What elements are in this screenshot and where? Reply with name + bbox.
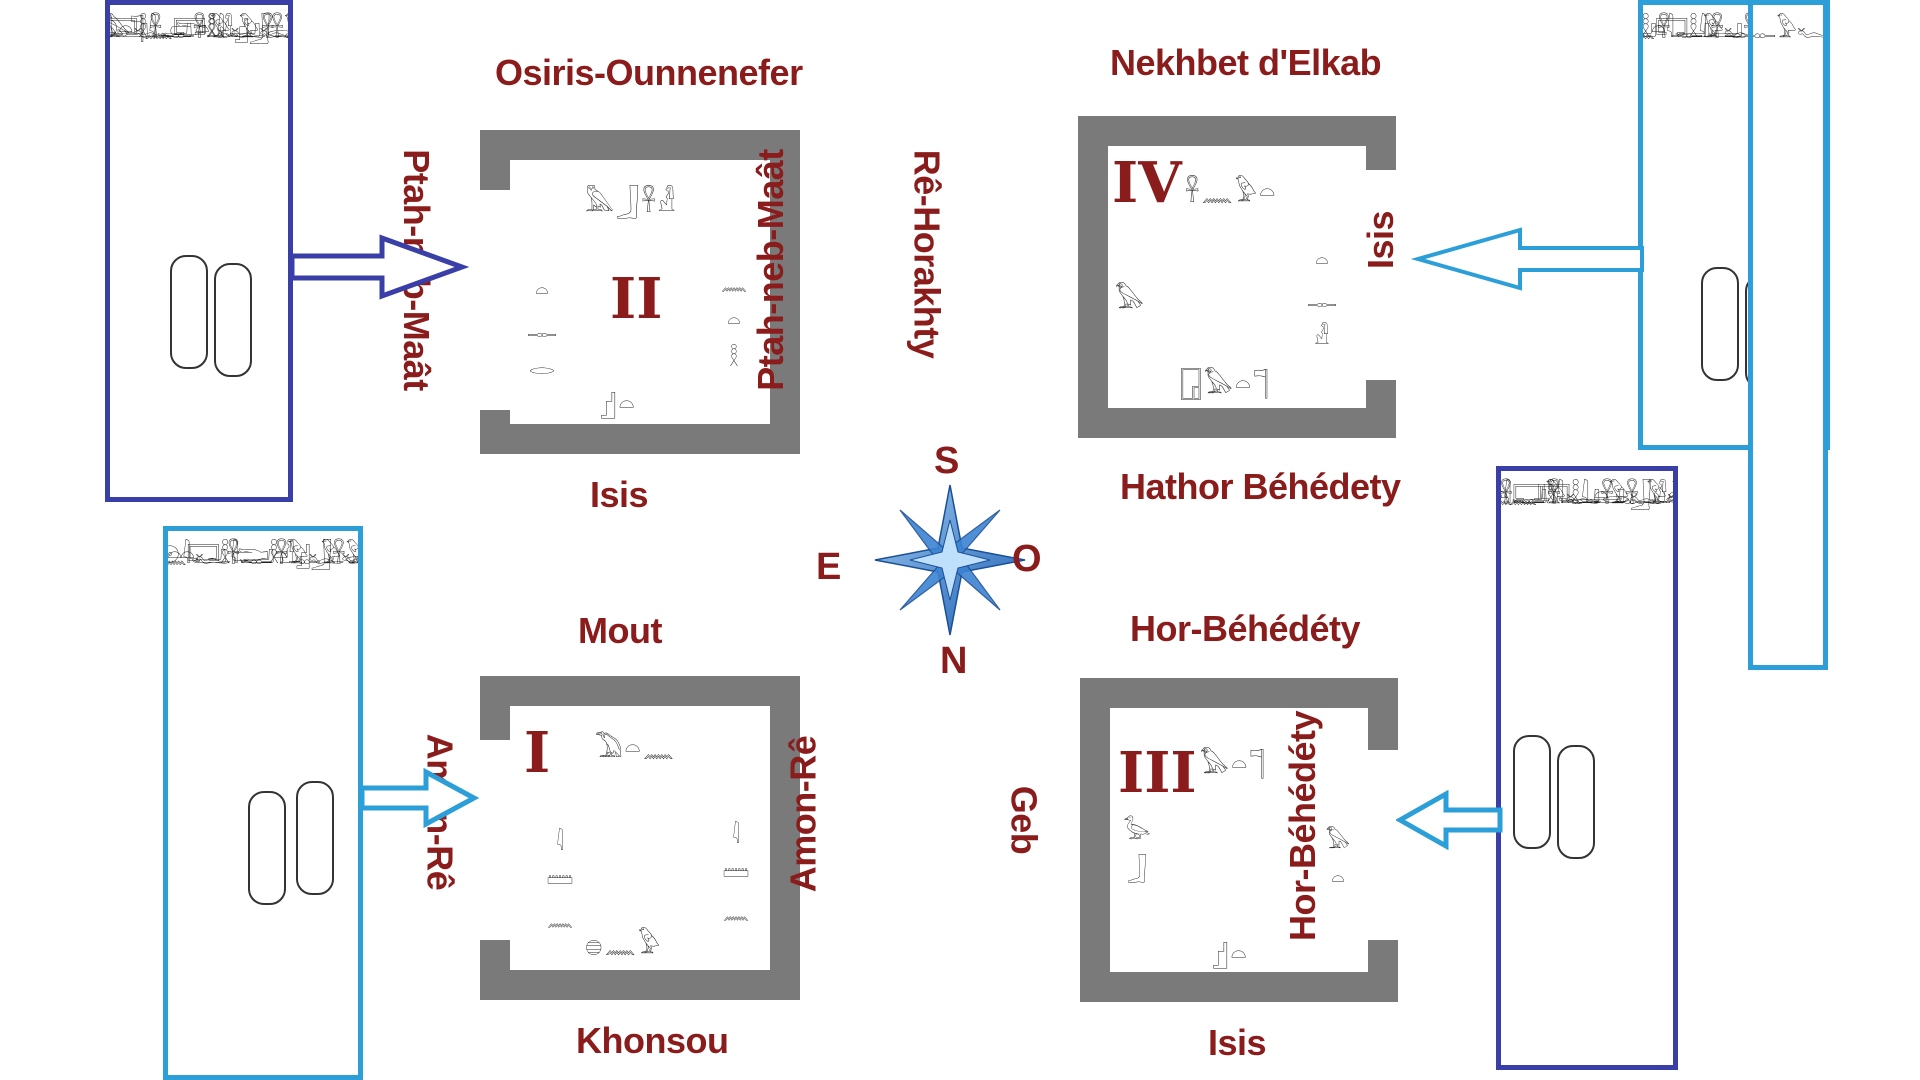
hieroglyph-panel-bottom-right: 𓅃𓊹𓏏𓈖𓉐𓎛𓇋𓂝𓋹𓊃𓅱𓆑𓂋𓃀𓁐𓂧𓄿 𓅓𓊹𓈖𓉐𓎛𓏏𓇋𓂝𓋹𓊃𓏏𓅱𓆑𓂋𓃀𓁐𓂧 𓂋𓅃𓊹𓈖… (1496, 466, 1678, 1070)
cartouche (170, 255, 208, 369)
arrow-right-icon (292, 234, 470, 300)
room-3-bottom-label: Isis (1208, 1022, 1267, 1063)
room-2-hieroglyphs-left: 𓏏𓊃𓂋 (526, 270, 551, 384)
room-3-hieroglyphs-top: 𓅃𓏏𓊹 (1200, 750, 1267, 780)
room-4-door (1362, 170, 1398, 380)
cartouche (296, 781, 334, 895)
glyph-column: 𓂋𓅃𓊹𓈖𓉐𓎛𓇋𓂝𓋹𓊃𓅱𓆑𓃀𓁐𓂧𓄿𓏏 (1501, 481, 1673, 509)
room-1-hieroglyphs-left: 𓇋𓏠𓈖 (544, 822, 569, 936)
cartouche (1701, 267, 1739, 381)
compass-west: O (1012, 538, 1042, 580)
hieroglyph-panel-top-left: 𓂋𓈖𓊃𓏏𓅓𓈖𓇳𓏏𓆑𓂧𓎛𓁐𓊨𓃀𓋹𓅱𓏏𓄿 𓅓𓊹𓈖𓉐𓎛𓏏𓇋𓂝𓋹𓊃𓏏𓅱𓆑𓂋𓃀𓁐𓂧𓄿 𓅃𓊹… (105, 0, 293, 502)
room-1 (480, 676, 800, 1000)
room-1-hieroglyphs-top: 𓅐𓏏𓈖 (595, 734, 677, 764)
room-3 (1080, 678, 1398, 1002)
room-3-hieroglyphs-bottom: 𓊨𓏏 (1212, 940, 1249, 970)
room-4-top-label: Nekhbet d'Elkab (1110, 42, 1382, 83)
glyph-column: 𓂋𓈖𓊃𓏏𓅓𓈖𓇳𓏏𓆑𓂧𓎛𓁐𓊨𓃀𓋹𓅱𓏏𓄿𓈖 (163, 541, 363, 569)
compass-north: N (940, 640, 968, 682)
room-1-door (478, 740, 512, 940)
compass-south: S (934, 440, 960, 482)
room-2-hieroglyphs-right: 𓈖𓏏𓎛 (718, 262, 743, 376)
compass-east: E (816, 546, 842, 588)
cartouche (248, 791, 286, 905)
room-2-bottom-label: Isis (590, 474, 649, 515)
room-1-top-label: Mout (578, 610, 662, 651)
room-2-hieroglyphs-bottom: 𓊨𓏏 (600, 390, 637, 420)
arrow-left-icon (1396, 790, 1503, 850)
cartouche (1557, 745, 1595, 859)
glyph-column: 𓅃𓊹𓏏𓈖𓉐𓎛𓇋𓂝𓋹𓊃𓅱𓆑𓂋𓃀𓁐𓂧𓄿 (1496, 481, 1673, 509)
glyph-column: 𓅃𓊹𓏏𓈖𓉐𓎛𓇋𓂝𓋹𓊃𓅱𓆑𓂋𓃀𓁐𓂧𓄿𓏏 (168, 541, 358, 569)
room-4-bottom-label: Hathor Béhédety (1120, 466, 1401, 507)
room-1-hieroglyphs-right: 𓇋𓏠𓈖 (720, 815, 745, 929)
arrow-left-icon (1410, 227, 1644, 291)
room-4-hieroglyphs-left: 𓅃 (1115, 285, 1146, 315)
hieroglyph-panel-bottom-left: 𓂋𓈖𓊃𓏏𓅓𓈖𓇳𓏏𓆑𓂧𓎛𓁐𓊨𓃀𓋹𓅱𓏏𓄿𓈖 𓅓𓊹𓈖𓉐𓎛𓏏𓇋𓂝𓋹𓊃𓏏𓅱𓆑𓂋𓃀𓁐𓂧𓄿 𓅃… (163, 526, 363, 1080)
room-3-door (1364, 750, 1400, 940)
compass: S N E O (816, 440, 1050, 682)
room-2-right-label: Ptah-neb-Maât (749, 149, 791, 391)
room-2-hieroglyphs-top: 𓅓𓃀𓋹𓁐 (585, 188, 678, 218)
room-1-bottom-label: Khonsou (576, 1020, 729, 1061)
compass-star-icon (874, 484, 1026, 636)
room-3-hieroglyphs-right: 𓅃𓏏 (1322, 820, 1347, 896)
room-3-top-label: Hor-Béhédéty (1130, 608, 1361, 649)
room-4-hieroglyphs-right: 𓏏𓊃𓁐 (1306, 240, 1331, 354)
room-4-hieroglyphs-bottom: 𓉗𓅃𓏏𓊹 (1180, 370, 1271, 400)
room-4-numeral: IV (1112, 150, 1182, 216)
room-4-left-label: Rê-Horakhty (905, 149, 947, 359)
room-2-door (478, 190, 512, 410)
hieroglyph-panel-top-right-extension: 𓂋𓅃𓊹𓈖𓉐𓎛𓇋𓂝𓋹𓊃𓅱𓆑𓃀𓁐𓂧𓄿𓏏𓈖𓅓𓊃 (1748, 0, 1828, 670)
room-1-hieroglyphs-bottom: 𓐍𓈖𓅱 (585, 930, 663, 960)
room-2-numeral: II (610, 266, 663, 332)
glyph-column: 𓅃𓊹𓏏𓈖𓉐𓎛𓇋𓂝𓋹𓊃𓅱𓆑𓂋𓃀𓁐𓂧 (1643, 15, 1825, 43)
glyph-column: 𓅃𓊹𓏏𓈖𓉐𓎛𓇋𓂝𓋹𓊃𓅱𓆑𓂋𓃀𓁐𓂧𓄿𓏏 (105, 15, 293, 43)
room-4-hieroglyphs-top: 𓋹𓈖𓅱𓏏 (1185, 178, 1278, 208)
glyph-column: 𓅓𓊹𓈖𓉐𓎛𓏏𓇋𓂝𓋹𓊃𓏏𓅱𓆑𓂋𓃀𓁐𓂧𓄿 (105, 15, 293, 43)
glyph-column: 𓂋𓅃𓊹𓈖𓉐𓎛𓇋𓂝𓋹𓊃𓅱𓆑𓃀𓁐𓂧𓄿𓏏𓈖𓅓𓊃 (1753, 15, 1828, 43)
room-4 (1078, 116, 1396, 438)
room-2-top-label: Osiris-Ounnenefer (495, 52, 803, 93)
glyph-column: 𓂋𓈖𓊃𓏏𓅓𓈖𓇳𓏏𓆑𓂧𓎛𓁐𓊨𓃀𓋹𓅱𓏏𓄿 (105, 15, 288, 43)
cartouche (1513, 735, 1551, 849)
room-3-left-label: Geb (1002, 785, 1044, 855)
room-1-right-label: Amon-Rê (781, 735, 823, 893)
room-4-right-label: Isis (1360, 210, 1402, 270)
glyph-column: 𓂋𓅃𓊹𓈖𓉐𓎛𓇋𓂝𓋹𓊃𓅱𓆑𓃀𓁐𓂧𓄿 (105, 15, 288, 43)
arrow-right-icon (362, 768, 480, 828)
room-3-numeral: III (1118, 740, 1197, 806)
room-1-numeral: I (524, 720, 551, 786)
cartouche (214, 263, 252, 377)
room-3-hieroglyphs-left: 𓅭𓃀 (1121, 810, 1146, 886)
